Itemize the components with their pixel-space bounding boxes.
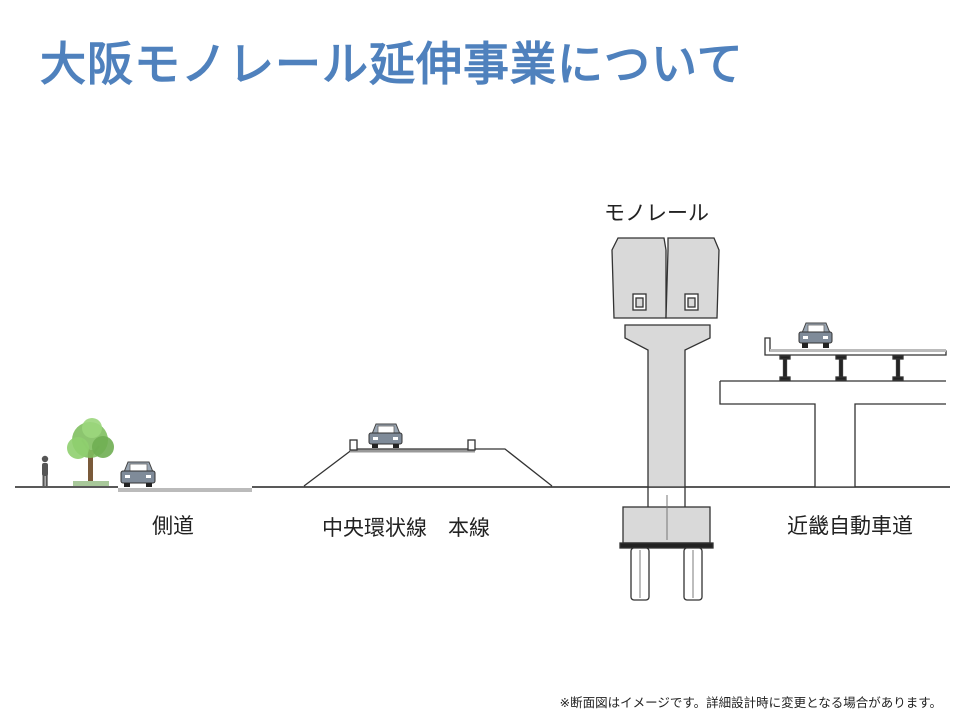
expressway-structure [719,337,947,488]
car-icon-side-road [120,461,156,487]
embankment [303,439,553,487]
monorail-girder-right [665,237,720,319]
monorail-pier-head [624,324,711,488]
car-icon-expressway [798,322,833,348]
label-monorail: モノレール [604,201,709,225]
label-central-loop: 中央環状線 本線 [322,516,490,540]
monorail-structure [611,237,720,601]
footnote: ※断面図はイメージです。詳細設計時に変更となる場合があります。 [559,695,942,710]
tree-icon [67,418,114,486]
side-road-pavement [118,488,252,492]
label-kinki-expressway: 近畿自動車道 [787,514,913,538]
page-title: 大阪モノレール延伸事業について [40,37,744,91]
car-icon-central-loop [368,423,403,448]
pedestrian-icon [41,455,49,486]
label-side-road: 側道 [152,514,194,538]
